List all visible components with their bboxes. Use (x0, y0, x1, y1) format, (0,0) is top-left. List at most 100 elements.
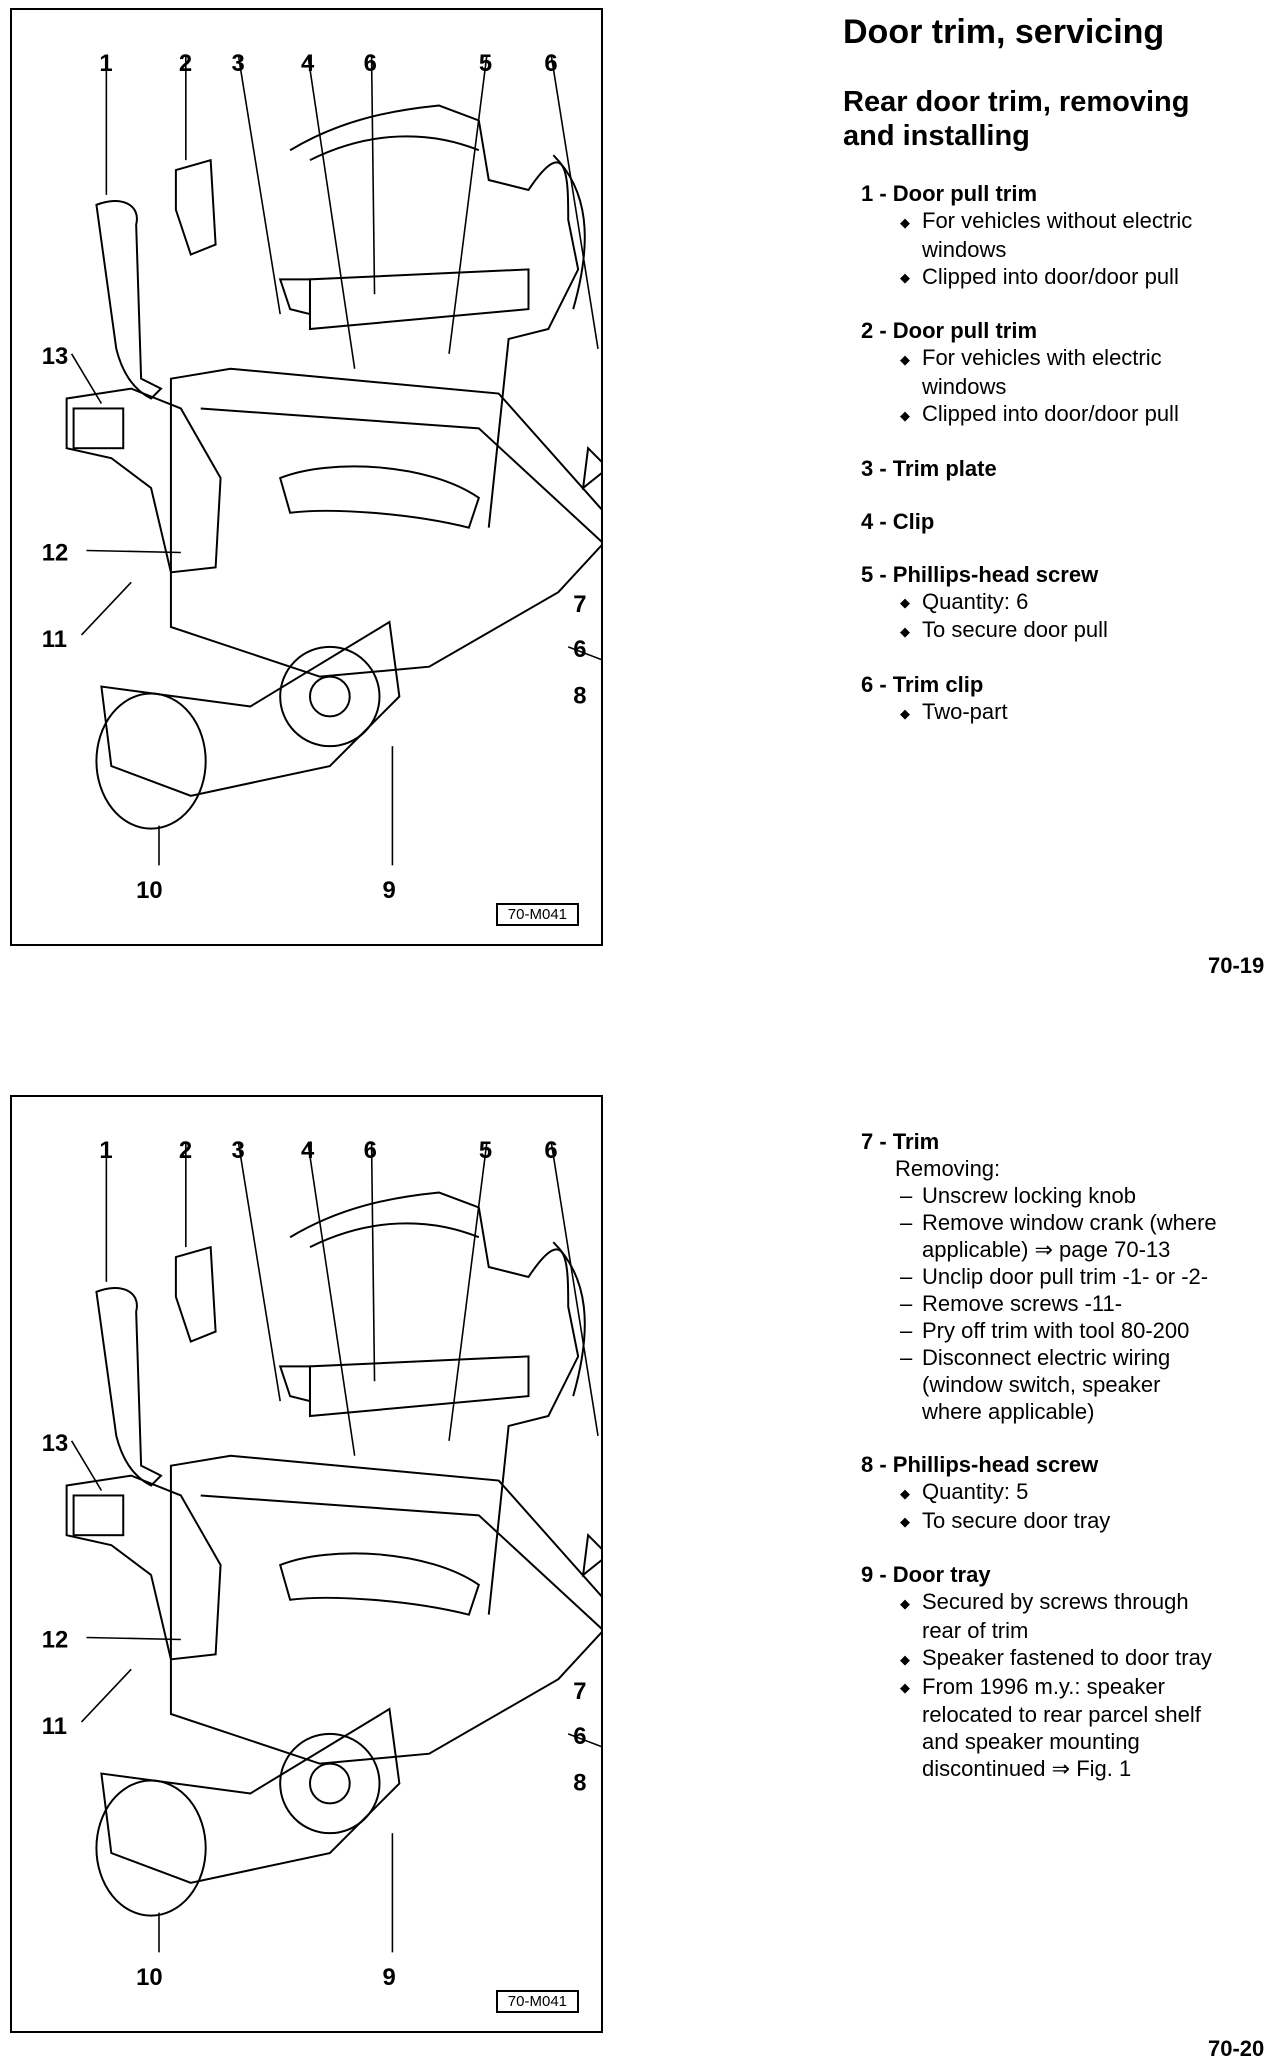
diagram-label: 1 (99, 1137, 112, 1164)
bullet-text: To secure door tray (922, 1507, 1111, 1533)
item-heading: 1 - Door pull trim (861, 181, 1037, 206)
bullet-icon: ◆ (900, 270, 910, 286)
legend-item: 4 - Clip (861, 508, 1276, 535)
diagram-label: 7 (573, 591, 586, 618)
diagram-label: 13 (42, 1430, 69, 1457)
legend-item: 2 - Door pull trim ◆ For vehicles with el… (861, 317, 1276, 428)
figure-code: 70-M041 (495, 1990, 579, 2013)
bullet-icon: ◆ (900, 214, 910, 230)
diagram-label: 12 (42, 1626, 69, 1653)
legend-item: 3 - Trim plate (861, 455, 1276, 482)
step-text: Remove screws -11- (922, 1291, 1123, 1316)
step-text: Pry off trim with tool 80-200 (922, 1318, 1190, 1343)
diagram-label: 4 (301, 50, 315, 77)
diagram-label: 11 (42, 626, 67, 653)
page-number: 70-19 (1208, 953, 1265, 978)
bullet-text: Speaker fastened to door tray (922, 1645, 1212, 1671)
legend-item: 7 - Trim Removing: –Unscrew locking knob… (861, 1128, 1276, 1425)
diagram-label: 6 (573, 1723, 586, 1750)
diagram-label: 10 (136, 877, 163, 904)
bullet-icon: ◆ (900, 352, 910, 368)
bullet-text: For vehicles without electric (922, 208, 1193, 233)
diagram-label: 8 (573, 1769, 586, 1796)
diagram-label: 6 (544, 1137, 557, 1164)
bullet-icon: ◆ (900, 595, 910, 611)
step-text: applicable) ⇒ page 70-13 (922, 1237, 1171, 1262)
diagram-label: 6 (364, 50, 377, 77)
item-heading: 6 - Trim clip (861, 672, 984, 698)
bullet-icon: ◆ (900, 1651, 910, 1667)
section-subtitle-line1: Rear door trim, removing (843, 86, 1190, 118)
diagram-label: 3 (232, 50, 245, 77)
diagram-label: 7 (573, 1678, 586, 1705)
bullet-text: and speaker mounting (922, 1729, 1140, 1755)
bullet-icon: ◆ (900, 1514, 910, 1530)
item-heading: 5 - Phillips-head screw (861, 561, 1099, 587)
bullet-text: Secured by screws through (922, 1589, 1189, 1615)
diagram-label: 2 (179, 50, 192, 77)
bullet-text: rear of trim (922, 1618, 1029, 1644)
bullet-icon: ◆ (900, 1485, 910, 1501)
diagram-label: 4 (301, 1137, 315, 1164)
diagram-label: 1 (99, 50, 112, 77)
diagram-labels-1: 1 2 3 4 6 5 6 13 12 11 7 6 8 10 9 (42, 50, 587, 904)
bullet-text: Clipped into door/door pull (922, 263, 1179, 289)
diagram-label: 5 (479, 1137, 492, 1164)
procedure-intro: Removing: (895, 1156, 1001, 1181)
exploded-diagram-1: 1 2 3 4 6 5 6 13 12 11 7 6 8 10 9 70-M04… (10, 8, 603, 946)
step-text: where applicable) (922, 1399, 1095, 1424)
item-heading: 8 - Phillips-head screw (861, 1452, 1099, 1477)
bullet-icon: ◆ (900, 1596, 910, 1612)
diagram-label: 3 (232, 1137, 245, 1164)
item-heading: 4 - Clip (861, 508, 935, 534)
bullet-text: Clipped into door/door pull (922, 401, 1179, 427)
diagram-label: 6 (364, 1137, 377, 1164)
bullet-text: windows (922, 374, 1007, 400)
legend-item: 8 - Phillips-head screw ◆ Quantity: 5 ◆ To… (861, 1451, 1276, 1535)
bullet-text: Two-part (922, 699, 1008, 725)
bullet-icon: ◆ (900, 1680, 910, 1696)
item-heading: 9 - Door tray (861, 1562, 991, 1588)
diagram-label: 13 (42, 343, 69, 370)
item-list-page2: 7 - Trim Removing: –Unscrew locking knob… (861, 1128, 1276, 1808)
diagram-label: 5 (479, 50, 492, 77)
item-heading: 3 - Trim plate (861, 455, 997, 481)
bullet-text: Quantity: 5 (922, 1479, 1029, 1504)
bullet-text: For vehicles with electric (922, 345, 1162, 371)
item-list-page1: 1 - Door pull trim ◆ For vehicles without… (861, 180, 1276, 753)
step-text: Unclip door pull trim -1- or -2- (922, 1264, 1209, 1289)
legend-item: 5 - Phillips-head screw ◆ Quantity: 6 ◆ To… (861, 561, 1276, 645)
diagram-label: 10 (136, 1964, 163, 1991)
exploded-diagram-2: 1 2 3 4 6 5 6 13 12 11 7 6 8 10 9 70-M04… (10, 1095, 603, 2033)
diagram-labels-2: 1 2 3 4 6 5 6 13 12 11 7 6 8 10 9 (42, 1137, 587, 1991)
bullet-text: Quantity: 6 (922, 588, 1029, 614)
legend-item: 1 - Door pull trim ◆ For vehicles without… (861, 180, 1276, 291)
bullet-text: From 1996 m.y.: speaker (922, 1673, 1165, 1699)
legend-item: 9 - Door tray ◆ Secured by screws through… (861, 1561, 1276, 1782)
step-text: Disconnect electric wiring (922, 1345, 1171, 1370)
page-title: Door trim, servicing (843, 13, 1165, 51)
step-text: Unscrew locking knob (922, 1183, 1136, 1208)
item-heading: 2 - Door pull trim (861, 318, 1037, 344)
door-trim-drawing-2: 1 2 3 4 6 5 6 13 12 11 7 6 8 10 9 (42, 1137, 601, 1991)
step-text: Remove window crank (where (922, 1210, 1217, 1235)
bullet-icon: ◆ (900, 624, 910, 640)
bullet-icon: ◆ (900, 705, 910, 721)
diagram-label: 9 (382, 1964, 395, 1991)
diagram-label: 6 (573, 636, 586, 663)
item-heading: 7 - Trim (861, 1129, 940, 1154)
bullet-icon: ◆ (900, 407, 910, 423)
section-subtitle-line2: and installing (843, 120, 1030, 152)
legend-item: 6 - Trim clip ◆ Two-part (861, 671, 1276, 727)
diagram-label: 8 (573, 682, 586, 709)
diagram-label: 2 (179, 1137, 192, 1164)
bullet-text: relocated to rear parcel shelf (922, 1702, 1201, 1728)
diagram-label: 6 (544, 50, 557, 77)
bullet-text: To secure door pull (922, 617, 1108, 643)
step-text: (window switch, speaker (922, 1372, 1161, 1397)
diagram-label: 9 (382, 877, 395, 904)
bullet-text: discontinued ⇒ Fig. 1 (922, 1756, 1132, 1782)
diagram-label: 11 (42, 1713, 67, 1740)
door-trim-drawing-1: 1 2 3 4 6 5 6 13 12 11 7 6 8 10 9 (42, 50, 601, 904)
diagram-label: 12 (42, 539, 69, 566)
